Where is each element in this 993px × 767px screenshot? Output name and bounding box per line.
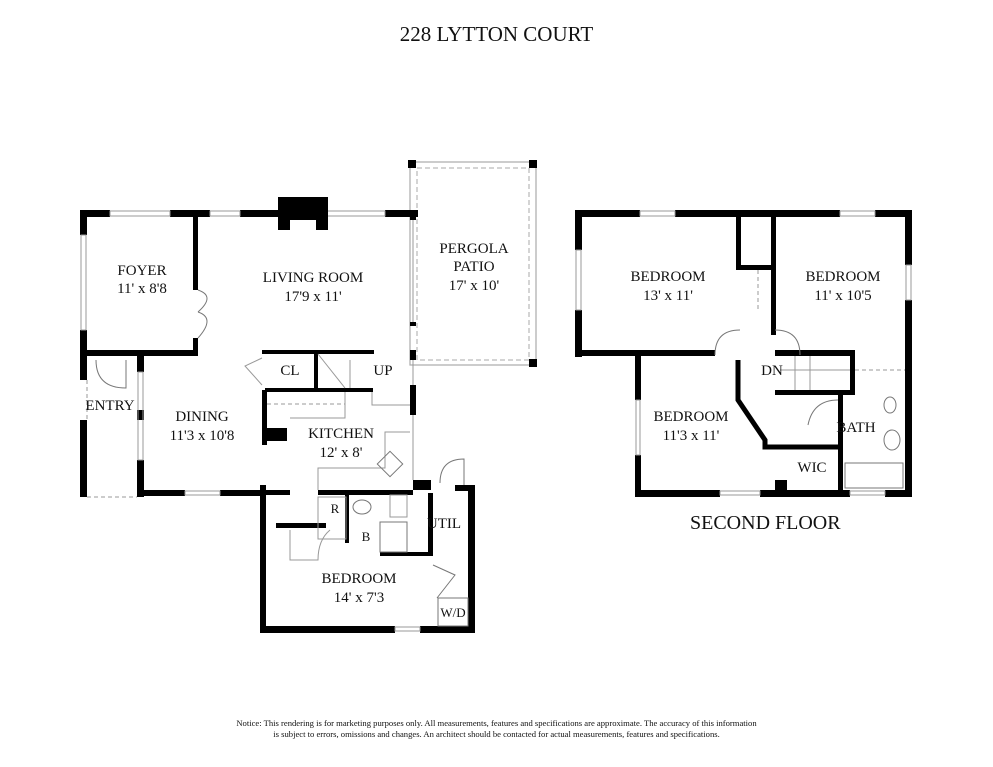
room-name-dining: DINING — [175, 409, 228, 425]
label-bath: B — [362, 529, 371, 544]
label-stairs-down: DN — [761, 363, 783, 379]
room-size-bedroom-first: 14' x 7'3 — [334, 590, 384, 606]
room-size-bedroom-2b: 11' x 10'5 — [814, 288, 871, 304]
room-name-bedroom-first: BEDROOM — [321, 571, 396, 587]
room-name-bedroom-2b: BEDROOM — [805, 269, 880, 285]
notice-line-2: is subject to errors, omissions and chan… — [273, 729, 720, 739]
room-name-wic: WIC — [797, 460, 826, 476]
toilet — [352, 499, 372, 515]
room-size-bedroom-2c: 11'3 x 11' — [663, 428, 720, 444]
room-name-kitchen: KITCHEN — [308, 426, 374, 442]
bathroom-sink — [389, 494, 408, 518]
room-size-kitchen: 12' x 8' — [320, 445, 363, 461]
label-utility: UTIL — [427, 516, 461, 532]
room-size-dining: 11'3 x 10'8 — [170, 428, 235, 444]
room-size-bedroom-2a: 13' x 11' — [643, 288, 693, 304]
room-size-pergola-patio: 17' x 10' — [449, 278, 500, 294]
kitchen-sink — [376, 450, 404, 478]
first-floor-plan — [80, 160, 537, 633]
shower — [379, 521, 408, 553]
second-floor-label: SECOND FLOOR — [690, 512, 841, 534]
room-size-foyer: 11' x 8'8 — [117, 281, 167, 297]
room-name-entry: ENTRY — [85, 398, 134, 414]
plan-title: 228 LYTTON COURT — [399, 22, 594, 46]
room-name-patio: PATIO — [453, 259, 494, 275]
label-fridge: R — [331, 501, 340, 516]
second-floor-plan — [575, 210, 912, 497]
room-size-living-room: 17'9 x 11' — [284, 289, 342, 305]
notice-line-1: Notice: This rendering is for marketing … — [236, 718, 757, 728]
label-closet: CL — [280, 363, 299, 379]
pergola-dashed — [416, 167, 530, 361]
label-washer-dryer: W/D — [440, 605, 465, 620]
room-name-bedroom-2a: BEDROOM — [630, 269, 705, 285]
label-stairs-up: UP — [373, 363, 392, 379]
room-name-bedroom-2c: BEDROOM — [653, 409, 728, 425]
room-name-bath: BATH — [836, 420, 875, 436]
pergola-outline — [409, 161, 537, 366]
room-name-pergola: PERGOLA — [439, 241, 508, 257]
room-name-foyer: FOYER — [117, 263, 166, 279]
room-name-living-room: LIVING ROOM — [263, 270, 363, 286]
disclaimer-notice: Notice: This rendering is for marketing … — [0, 718, 993, 740]
